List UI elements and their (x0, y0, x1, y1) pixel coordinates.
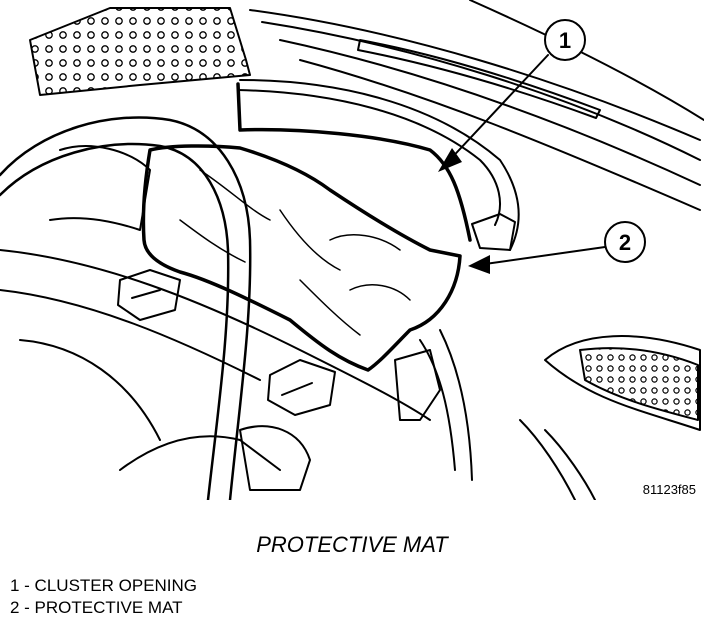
callout-1-arrowhead (438, 148, 462, 172)
figure-id: 81123f85 (643, 482, 696, 497)
dash-edge-line (469, 0, 704, 121)
figure-caption: PROTECTIVE MAT (256, 532, 448, 557)
dash-top-line (299, 59, 701, 211)
glovebox-line (544, 429, 596, 500)
lower-panel-line (0, 249, 431, 421)
steering-wheel-rim (0, 116, 252, 500)
panel-clip (267, 359, 336, 416)
callout-legend: 1 - CLUSTER OPENING 2 - PROTECTIVE MAT (10, 575, 197, 619)
speaker-grille-outline (29, 7, 251, 96)
callout-2-leader (477, 246, 606, 266)
cluster-hood-inner (237, 89, 501, 226)
mat-wrinkle (349, 284, 411, 301)
legend-item-protective-mat: 2 - PROTECTIVE MAT (10, 598, 183, 617)
callout-1-marker: 1 (544, 19, 586, 61)
center-stack-edge (419, 339, 456, 471)
side-vent-outline (544, 335, 701, 431)
panel-clip-slot (281, 382, 313, 396)
center-stack-edge (439, 329, 473, 481)
callout-2-number: 2 (619, 230, 631, 255)
dash-top-line (249, 9, 701, 141)
hood-clip (471, 213, 516, 251)
mat-wrinkle (179, 219, 246, 263)
cluster-opening-outline (236, 82, 472, 242)
mat-wrinkle (299, 279, 361, 336)
panel-clip-slot (131, 289, 161, 299)
cluster-hood (239, 79, 520, 251)
knee-bolster (239, 425, 311, 491)
callout-1-number: 1 (559, 28, 571, 53)
dash-top-line (279, 39, 701, 186)
mat-wrinkle (199, 169, 271, 221)
steering-column (49, 145, 151, 231)
lower-panel-line (119, 435, 281, 471)
mat-bracket (394, 349, 441, 421)
panel-clip (117, 269, 181, 321)
legend-item-cluster-opening: 1 - CLUSTER OPENING (10, 576, 198, 595)
dash-top-line (261, 21, 701, 161)
lower-panel-line (19, 339, 161, 441)
callout-1-leader (444, 54, 549, 166)
callout-2-marker: 2 (604, 221, 646, 263)
side-vent-grille (579, 347, 699, 421)
callout-2-arrowhead (468, 255, 490, 274)
lower-panel-line (0, 289, 261, 381)
mat-wrinkle (329, 234, 401, 251)
instrument-panel-illustration: 1 2 81123f85 (0, 0, 704, 500)
glovebox-line (519, 419, 576, 500)
defrost-slot (357, 39, 601, 119)
mat-wrinkle (279, 209, 341, 271)
steering-wheel-rim-inner (0, 142, 230, 500)
protective-mat-outline (141, 144, 462, 372)
